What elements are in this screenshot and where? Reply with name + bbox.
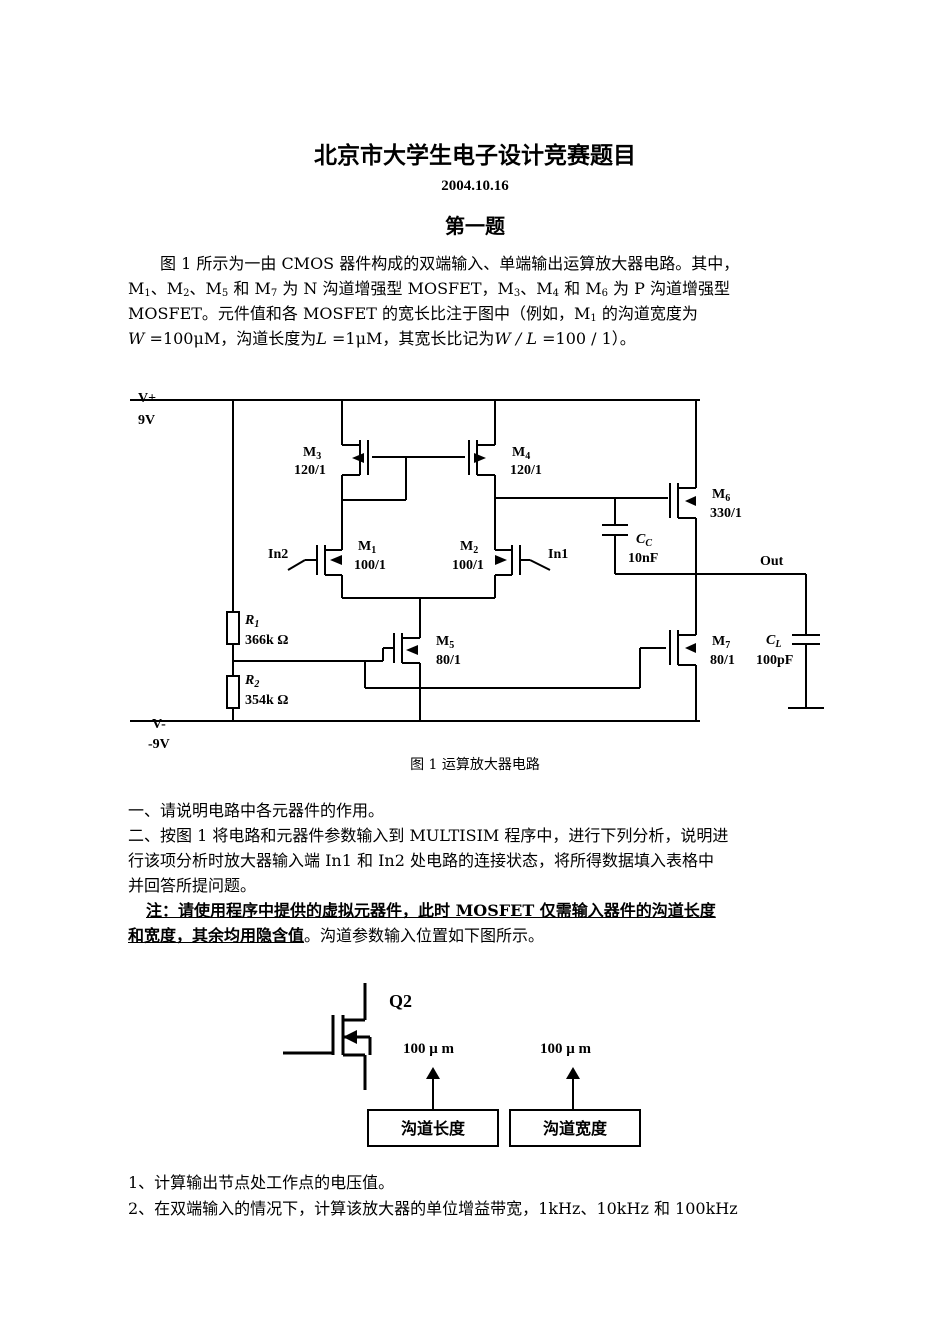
figure-2-parameters: Q2 100 μ m 100 μ m 沟道长度 沟道宽度 (283, 983, 641, 1147)
m1-label: M1 (358, 539, 376, 556)
item-2-line-3: 并回答所提问题。 (128, 876, 257, 895)
m1-ratio: 100/1 (354, 558, 386, 573)
width-value: 100 μ m (540, 1041, 592, 1057)
m4-label: M4 (512, 445, 530, 462)
in2-label: In2 (268, 547, 288, 562)
figure-1-circuit: V+ 9V V- -9V M3 120/1 M4 120/1 M6 330/1 … (130, 391, 824, 750)
cc-label: CC (636, 532, 652, 549)
cc-value: 10nF (628, 551, 658, 566)
out-label: Out (760, 554, 784, 569)
vplus-value: 9V (138, 413, 155, 428)
channel-length-box: 沟道长度 (401, 1119, 466, 1138)
vminus-value: -9V (148, 737, 170, 750)
figure-1-caption: 图 1 运算放大器电路 (410, 757, 540, 773)
m3-label: M3 (303, 445, 321, 462)
m5-ratio: 80/1 (436, 653, 461, 668)
item-2-line-2: 行该项分析时放大器输入端 In1 和 In2 处电路的连接状态，将所得数据填入表… (128, 851, 714, 870)
m3-ratio: 120/1 (294, 463, 326, 478)
item-2-line-1: 二、按图 1 将电路和元器件参数输入到 MULTISIM 程序中，进行下列分析，… (128, 826, 729, 845)
r1-label: R1 (244, 613, 259, 630)
m6-label: M6 (712, 487, 730, 504)
in1-label: In1 (548, 547, 568, 562)
length-value: 100 μ m (403, 1041, 455, 1057)
r1-value: 366k Ω (245, 633, 289, 648)
page-title: 北京市大学生电子设计竞赛题目 (314, 142, 636, 169)
note-line-2: 和宽度，其余均用隐含值。沟道参数输入位置如下图所示。 (128, 926, 545, 945)
date: 2004.10.16 (441, 178, 509, 194)
m7-ratio: 80/1 (710, 653, 735, 668)
cl-label: CL (766, 633, 781, 650)
intro-line-2: M1、M2、M5 和 M7 为 N 沟道增强型 MOSFET，M3、M4 和 M… (128, 279, 730, 299)
intro-line-4: W =100μM，沟道长度为L =1μM，其宽长比记为W / L =100 / … (128, 329, 636, 348)
intro-line-3: MOSFET。元件值和各 MOSFET 的宽长比注于图中（例如，M1 的沟道宽度… (128, 304, 698, 324)
note-line-1: 注：请使用程序中提供的虚拟元器件，此时 MOSFET 仅需输入器件的沟道长度 (146, 901, 716, 920)
m6-ratio: 330/1 (710, 506, 742, 521)
vplus-label: V+ (138, 391, 156, 406)
question-heading: 第一题 (445, 214, 505, 238)
m4-ratio: 120/1 (510, 463, 542, 478)
q2-label: Q2 (389, 991, 412, 1011)
m2-label: M2 (460, 539, 478, 556)
r2-value: 354k Ω (245, 693, 289, 708)
task-1: 1、计算输出节点处工作点的电压值。 (128, 1173, 395, 1192)
channel-width-box: 沟道宽度 (543, 1119, 608, 1138)
intro-line-1: 图 1 所示为一由 CMOS 器件构成的双端输入、单端输出运算放大器电路。其中， (160, 254, 740, 273)
cl-value: 100pF (756, 653, 793, 668)
m2-ratio: 100/1 (452, 558, 484, 573)
item-1: 一、请说明电路中各元器件的作用。 (128, 801, 385, 820)
task-2: 2、在双端输入的情况下，计算该放大器的单位增益带宽，1kHz、10kHz 和 1… (128, 1199, 738, 1218)
m7-label: M7 (712, 634, 730, 651)
r2-label: R2 (244, 673, 259, 690)
vminus-label: V- (152, 717, 166, 732)
m5-label: M5 (436, 634, 454, 651)
